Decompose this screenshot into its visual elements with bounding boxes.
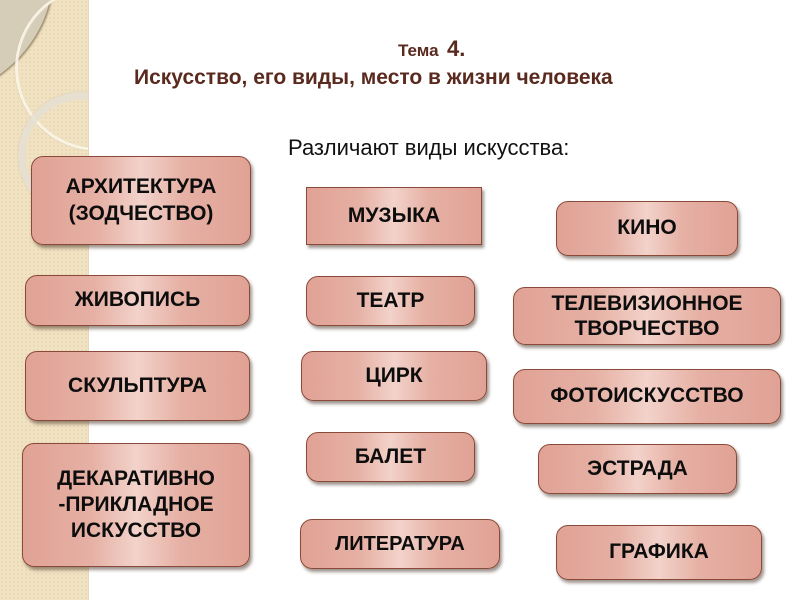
art-box-painting[interactable]: ЖИВОПИСЬ bbox=[25, 275, 250, 326]
art-box-estrada[interactable]: ЭСТРАДА bbox=[538, 444, 737, 494]
art-box-label: БАЛЕТ bbox=[354, 444, 427, 468]
topic-label: Тема bbox=[398, 41, 439, 60]
topic-line: Тема 4. bbox=[398, 36, 465, 62]
art-box-tv[interactable]: ТЕЛЕВИЗИОННОЕ ТВОРЧЕСТВО bbox=[513, 287, 781, 345]
art-box-label: АРХИТЕКТУРА (ЗОДЧЕСТВО) bbox=[65, 175, 217, 225]
art-box-label: МУЗЫКА bbox=[347, 203, 441, 227]
art-box-sculpture[interactable]: СКУЛЬПТУРА bbox=[25, 351, 250, 421]
art-box-decorative-applied[interactable]: ДЕКАРАТИВНО -ПРИКЛАДНОЕ ИСКУССТВО bbox=[22, 443, 250, 567]
art-box-label: ЖИВОПИСЬ bbox=[74, 288, 201, 312]
art-box-label: ЛИТЕРАТУРА bbox=[335, 532, 465, 555]
slide-title: Искусство, его виды, место в жизни челов… bbox=[134, 66, 613, 89]
art-box-cinema[interactable]: КИНО bbox=[556, 201, 738, 256]
art-box-label: СКУЛЬПТУРА bbox=[68, 373, 207, 397]
art-box-label: КИНО bbox=[617, 216, 677, 240]
art-box-circus[interactable]: ЦИРК bbox=[301, 351, 487, 401]
art-box-ballet[interactable]: БАЛЕТ bbox=[306, 432, 475, 482]
art-box-label: ЭСТРАДА bbox=[587, 456, 688, 480]
art-box-theatre[interactable]: ТЕАТР bbox=[306, 276, 475, 326]
art-box-literature[interactable]: ЛИТЕРАТУРА bbox=[300, 519, 500, 569]
art-box-architecture[interactable]: АРХИТЕКТУРА (ЗОДЧЕСТВО) bbox=[31, 156, 251, 245]
art-box-label: ГРАФИКА bbox=[609, 540, 709, 564]
art-box-label: ТЕЛЕВИЗИОННОЕ ТВОРЧЕСТВО bbox=[551, 291, 743, 340]
art-box-photo[interactable]: ФОТОИСКУССТВО bbox=[513, 369, 781, 424]
art-box-music[interactable]: МУЗЫКА bbox=[306, 187, 482, 245]
slide-subtitle: Различают виды искусства: bbox=[288, 135, 570, 160]
art-box-label: ФОТОИСКУССТВО bbox=[550, 384, 744, 408]
topic-number: 4. bbox=[447, 36, 466, 61]
art-box-label: ДЕКАРАТИВНО -ПРИКЛАДНОЕ ИСКУССТВО bbox=[57, 466, 215, 543]
art-box-graphics[interactable]: ГРАФИКА bbox=[556, 525, 762, 580]
art-box-label: ТЕАТР bbox=[356, 288, 425, 312]
art-box-label: ЦИРК bbox=[365, 363, 423, 387]
